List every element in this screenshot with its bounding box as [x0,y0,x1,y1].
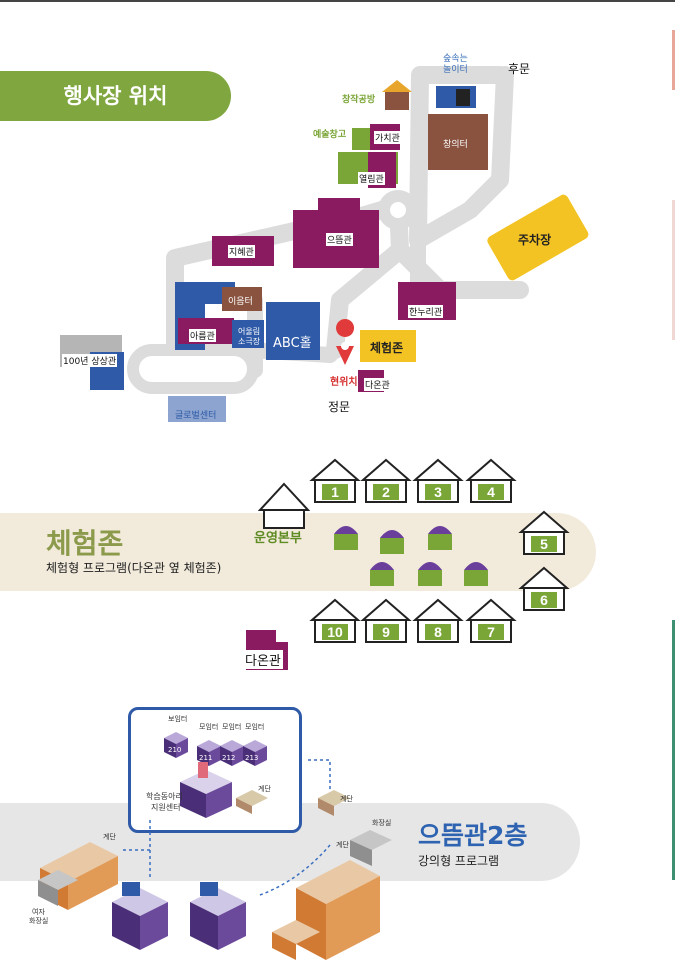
corridor-right [272,830,392,960]
label-experience-zone: 체험존 [370,341,404,355]
global-center-building [168,396,226,422]
label-workshop: 창작공방 [342,95,376,105]
label-areum-hall: 아름관 [189,329,216,342]
label-current-location: 현위치 [330,377,358,388]
restroom-label-right: 화장실 [372,819,392,827]
label-hanuri-hall: 한누리관 [408,305,444,318]
section-title: 행사장 위치 [63,84,168,108]
stairs-icon-right [318,790,350,816]
label-yeollim-hall: 열림관 [358,172,385,185]
tent-number-2: 2 [382,484,390,500]
connector-1 [120,820,151,851]
label-play-area-2: 놀이터 [443,65,468,75]
stairs-label-right: 계단 [340,795,353,803]
label-small-theater-2: 소극장 [238,337,261,346]
tent-number-1: 1 [331,484,339,500]
label-iteo: 이음터 [228,297,253,307]
label-small-theater-1: 어울림 [238,327,261,336]
corridor-left [38,842,118,910]
hq-label: 운영본부 [254,531,302,546]
room-number-212: 212 [222,754,236,762]
campus-map [60,66,589,422]
tent-number-9: 9 [382,624,390,640]
support-center-label-2: 지원센터 [151,803,181,812]
tent-number-3: 3 [434,484,442,500]
room-label-2: 모임터 [199,723,219,731]
edge-strip-2 [672,200,675,340]
daon-label: 다온관 [243,650,283,669]
umbrella-booths [334,526,488,586]
label-changuiteo: 창의터 [443,140,468,150]
tent-number-4: 4 [487,484,495,500]
restroom-f-label-1: 여자 [32,908,45,916]
art-warehouse [352,128,374,150]
room-number-213: 213 [245,754,259,762]
restroom-f-label-2: 화장실 [29,917,49,925]
stairs-label-left: 계단 [103,833,116,841]
label-front-gate: 정문 [328,400,351,414]
connector-3 [308,759,331,790]
label-back-gate: 후문 [508,62,531,76]
label-global-center: 글로벌센터 [175,411,217,421]
experience-title: 체험존 [46,527,124,560]
stairs-icon-box [236,790,268,814]
stairs-label-box: 계단 [258,785,271,793]
tent-number-7: 7 [487,624,495,640]
stairs-label-right-2: 계단 [336,841,349,849]
label-eutteum-hall: 으뜸관 [326,233,353,246]
small-theater-building [232,320,264,348]
floor2-layout [38,732,392,960]
label-play-area-1: 숲속는 [443,54,468,64]
changuiteo-building [428,114,488,170]
room-label-1: 보임터 [168,715,188,723]
support-center-label-1: 학습동아리 [146,792,183,801]
room-number-211: 211 [199,754,213,762]
parking-lot [487,194,589,281]
room-label-3: 모임터 [222,723,242,731]
label-parking: 주차장 [518,233,552,247]
label-abc-hall: ABC홀 [273,336,312,351]
experience-layout [246,458,570,670]
tents-top [309,458,517,503]
tents-bottom [309,598,517,643]
label-gachi-hall: 가치관 [374,131,401,144]
room-number-210: 210 [168,746,182,754]
tent-number-8: 8 [434,624,442,640]
floor-subtitle: 강의형 프로그램 [418,854,500,868]
connector-4 [259,844,331,896]
tents-right [518,510,570,611]
label-hundred-year-hall: 100년 상상관 [62,354,118,367]
room-label-4: 모임터 [245,723,265,731]
abc-hall-building [266,302,320,360]
location-pin-icon [336,319,355,365]
tent-number-10: 10 [327,624,343,640]
label-art-warehouse: 예술창고 [313,130,347,140]
bottom-room-number: 214 [120,950,134,958]
lecture-room-1 [112,882,168,950]
lecture-room-2 [190,882,246,950]
edge-strip-3 [672,620,675,880]
room-cubes [164,732,267,766]
floor-title: 으뜸관2층 [418,821,528,850]
experience-zone-building [360,330,416,362]
tent-number-6: 6 [540,592,548,608]
tent-number-5: 5 [540,536,548,552]
iteo-building [222,287,262,311]
workshop-building [385,90,409,110]
edge-strip-1 [672,30,675,90]
hq-tent [257,482,311,529]
experience-subtitle: 체험형 프로그램(다온관 옆 체험존) [46,561,222,575]
label-jihye-hall: 지혜관 [228,245,255,258]
section-title-pill [0,71,231,121]
top-border [0,0,675,2]
label-daon-hall: 다온관 [364,378,391,391]
support-center-icon [180,762,232,818]
